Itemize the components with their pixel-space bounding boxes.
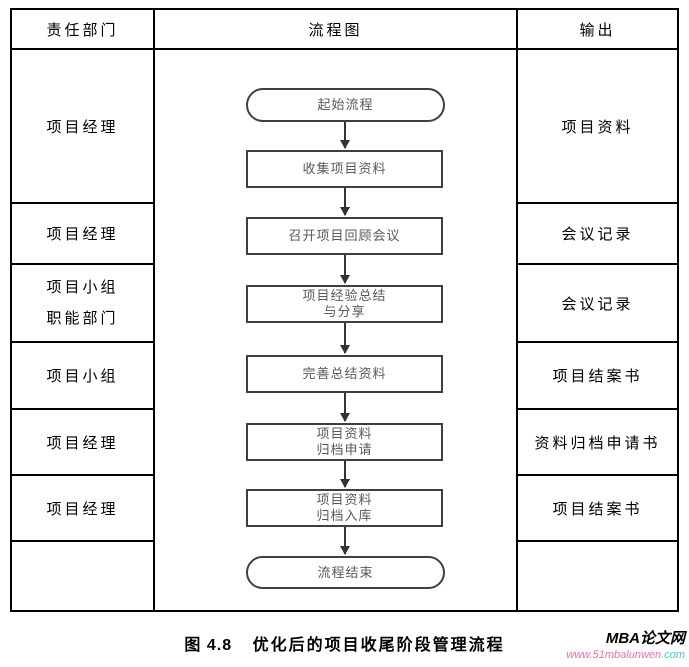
flow-node-archive-application-line1: 项目资料 [316, 426, 373, 441]
flow-node-experience-summary: 项目经验总结 与分享 [246, 285, 443, 323]
watermark-site-url: www.51mbalunwen.com [566, 649, 685, 661]
watermark-url-main: www.51mbalunwen [566, 648, 662, 661]
department-cell-6: 项目经理 [12, 476, 155, 542]
output-cell-3: 会议记录 [518, 265, 677, 343]
department-cell-5: 项目经理 [12, 410, 155, 476]
header-output: 输出 [518, 10, 677, 50]
output-cell-2: 会议记录 [518, 204, 677, 265]
figure-title: 优化后的项目收尾阶段管理流程 [252, 637, 505, 654]
flow-node-archive-storage: 项目资料 归档入库 [246, 489, 443, 527]
department-cell-3: 项目小组 职能部门 [12, 265, 155, 343]
flow-node-archive-storage-line1: 项目资料 [316, 492, 373, 507]
flow-arrow-6 [340, 461, 350, 488]
output-cell-6: 项目结案书 [518, 476, 677, 542]
output-cell-4: 项目结案书 [518, 343, 677, 410]
header-department: 责任部门 [12, 10, 155, 50]
flow-node-archive-application-line2: 归档申请 [316, 442, 373, 457]
flow-arrow-5 [340, 393, 350, 422]
flow-node-start: 起始流程 [246, 88, 445, 122]
flow-node-archive-application: 项目资料 归档申请 [246, 423, 443, 461]
figure-number: 图 4.8 [184, 637, 233, 654]
watermark: MBA论文网 www.51mbalunwen.com [566, 630, 685, 661]
swimlane-table: 责任部门 流程图 输出 项目经理 项目经理 项目小组 职能部门 项目小组 项目经… [10, 8, 679, 612]
flow-arrow-2 [340, 188, 350, 216]
flow-node-review-meeting: 召开项目回顾会议 [246, 217, 443, 255]
department-cell-3-line1: 项目小组 [46, 278, 119, 296]
department-cell-2: 项目经理 [12, 204, 155, 265]
flow-arrow-7 [340, 527, 350, 555]
output-cell-7 [518, 542, 677, 610]
department-cell-4: 项目小组 [12, 343, 155, 410]
flow-node-improve-summary-label: 完善总结资料 [302, 366, 387, 381]
figure-caption: 图 4.8 优化后的项目收尾阶段管理流程 [10, 631, 679, 655]
flow-arrow-3 [340, 255, 350, 284]
flow-node-end-label: 流程结束 [317, 564, 374, 580]
flow-node-end: 流程结束 [246, 556, 445, 589]
flow-node-review-meeting-label: 召开项目回顾会议 [288, 228, 401, 243]
header-flowchart: 流程图 [155, 10, 518, 50]
department-cell-3-line2: 职能部门 [46, 309, 119, 327]
flow-arrow-4 [340, 323, 350, 354]
flow-node-improve-summary: 完善总结资料 [246, 355, 443, 393]
flow-node-collect-materials-label: 收集项目资料 [302, 161, 387, 176]
watermark-site-name: MBA论文网 [605, 630, 685, 647]
flow-arrow-1 [340, 122, 350, 149]
watermark-url-tld: .com [661, 648, 685, 661]
flow-node-start-label: 起始流程 [317, 97, 374, 112]
output-cell-5: 资料归档申请书 [518, 410, 677, 476]
flow-node-experience-summary-line2: 与分享 [323, 304, 366, 319]
flow-node-collect-materials: 收集项目资料 [246, 150, 443, 188]
flow-node-experience-summary-line1: 项目经验总结 [302, 288, 387, 303]
flow-node-archive-storage-line2: 归档入库 [316, 508, 373, 523]
output-cell-1: 项目资料 [518, 50, 677, 204]
department-cell-1: 项目经理 [12, 50, 155, 204]
flowchart-canvas: 起始流程 收集项目资料 召开项目回顾会议 项目经验总结 与分享 完善总结资料 项… [155, 50, 518, 610]
department-cell-7 [12, 542, 155, 610]
